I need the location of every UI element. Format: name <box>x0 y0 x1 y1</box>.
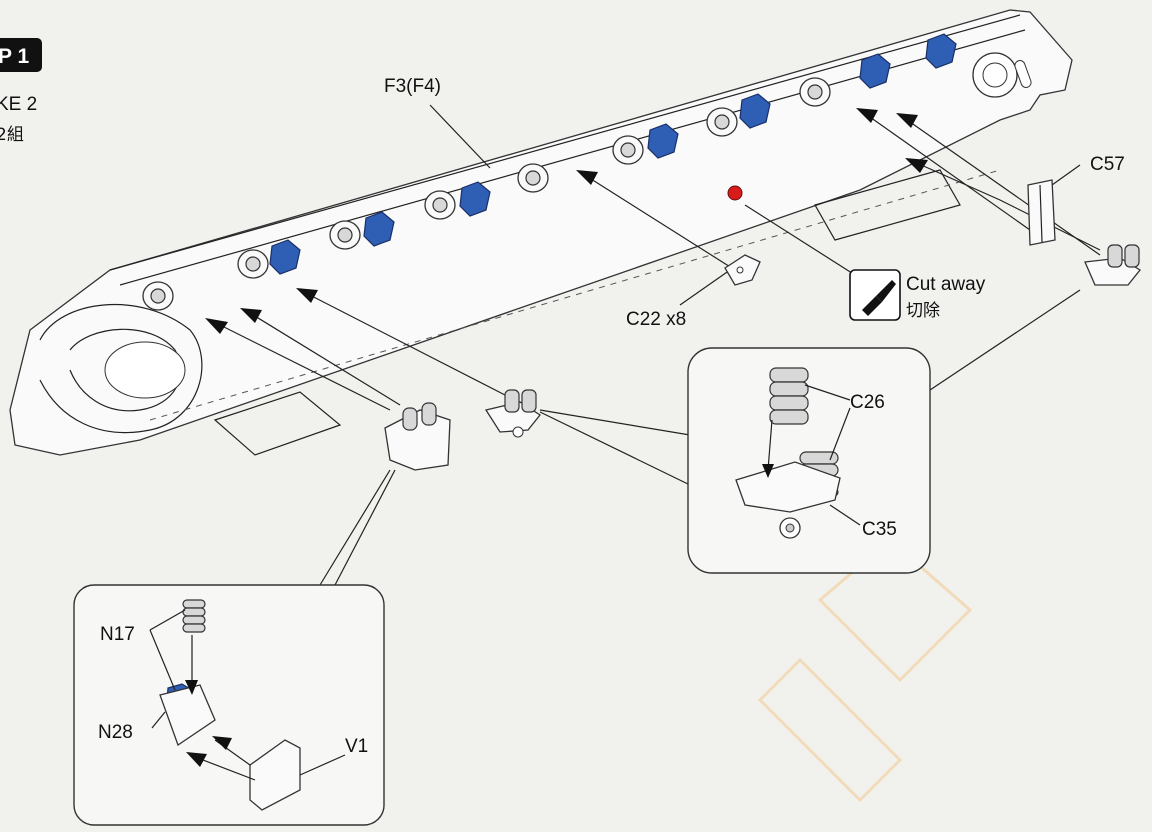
label-v1: V1 <box>345 736 368 757</box>
step-badge: P 1 <box>0 38 42 72</box>
label-f3-f4: F3(F4) <box>384 76 441 97</box>
watermark <box>757 538 973 803</box>
detail-callout-right <box>687 347 931 574</box>
detail-callout-left <box>73 584 385 826</box>
label-n28: N28 <box>98 722 133 743</box>
hull-side-plate <box>9 9 1073 456</box>
label-cut-away-cjk: 切除 <box>906 301 940 321</box>
n17-spring <box>182 599 206 633</box>
hub-ring <box>612 135 644 165</box>
leader-lines <box>209 104 1101 586</box>
suspension-unit-middle <box>484 389 541 438</box>
c26-spring-top <box>769 367 809 425</box>
hub-ring <box>329 220 361 250</box>
label-c22: C22 x8 <box>626 309 686 330</box>
hub-ring <box>706 107 738 137</box>
make-count-text: KE 2 <box>0 94 37 115</box>
hub-ring <box>517 163 549 193</box>
c57-part <box>1027 179 1056 246</box>
c22-part <box>724 254 761 286</box>
arrowheads <box>205 108 928 334</box>
label-cut-away: Cut away <box>906 274 986 295</box>
knife-icon <box>849 269 901 321</box>
hub-ring <box>424 190 456 220</box>
label-c57: C57 <box>1090 154 1125 175</box>
hub-ring <box>237 249 269 279</box>
label-c26: C26 <box>850 392 885 413</box>
step-badge-text: P 1 <box>0 45 29 68</box>
label-n17: N17 <box>100 624 135 645</box>
hub-rings <box>142 77 831 311</box>
set-count-text: 2組 <box>0 125 24 145</box>
hub-ring <box>142 281 174 311</box>
cut-mark <box>727 185 743 201</box>
hub-ring <box>799 77 831 107</box>
blue-bump-stops <box>269 33 957 275</box>
bracket-part <box>384 402 451 471</box>
label-c35: C35 <box>862 519 897 540</box>
suspension-unit-right <box>1084 244 1141 286</box>
